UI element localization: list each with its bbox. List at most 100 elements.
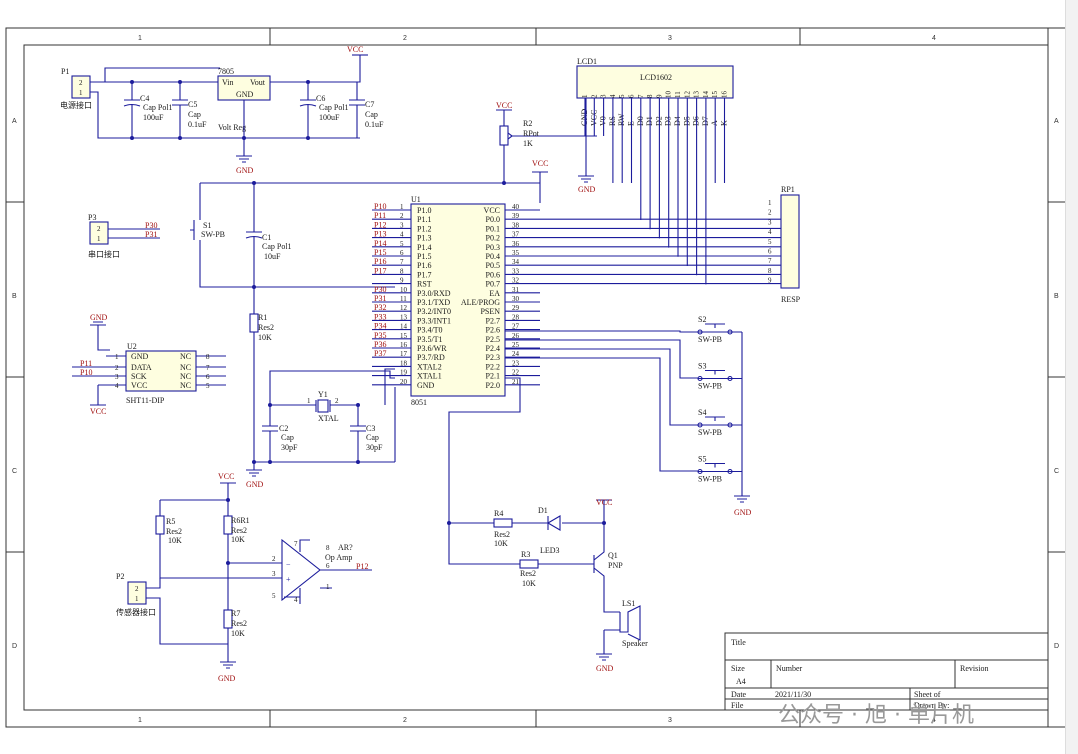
- mcu-pin-31-num: 31: [512, 286, 520, 294]
- sht11-net-sck: P10: [80, 368, 92, 377]
- mcu-pin-8-name: P1.7: [417, 270, 431, 279]
- mcu-pin-1-net: P10: [374, 202, 386, 211]
- sht11-vcc-label: VCC: [90, 407, 106, 416]
- p3-ref: P3: [88, 213, 96, 222]
- reset-section: S1 SW-PB C1 Cap Pol1 10uF R1 Res2 10K: [190, 181, 540, 462]
- c2-val: 30pF: [281, 443, 298, 452]
- mcu-pin-21-name: P2.0: [486, 381, 500, 390]
- vertical-scrollbar[interactable]: [1065, 0, 1078, 754]
- u2-pin3-name: SCK: [131, 372, 147, 381]
- mcu-pin-29-name: PSEN: [480, 307, 500, 316]
- sht11-name: SHT11-DIP: [126, 396, 165, 405]
- mcu-pin-2-num: 2: [400, 212, 404, 220]
- mcu-pin-16-num: 16: [400, 341, 408, 349]
- resp-pin-7: 7: [768, 257, 772, 265]
- rpot-section: VCC R2 RPot 1K GND VCC: [496, 98, 597, 203]
- mcu-pin-24-name: P2.3: [486, 353, 500, 362]
- mcu-pin-1-num: 1: [400, 203, 404, 211]
- mcu-pin-3-name: P1.2: [417, 224, 431, 233]
- sht11-section: GND U2 SHT11-DIP VCC P11 P10 1 2 3 4 GND…: [72, 313, 226, 416]
- mcu-pin-25-num: 25: [512, 341, 520, 349]
- lcd-section: LCD1 LCD1602 1GND2VCC3V04RS5RW6E7D08D19D…: [576, 57, 734, 285]
- d1-ref: D1: [538, 506, 548, 515]
- col-label-4: 4: [932, 35, 936, 42]
- row-label-a: A: [12, 118, 17, 125]
- mcu-pin-32-num: 32: [512, 277, 520, 285]
- vcc-label-sensor: VCC: [218, 472, 234, 481]
- switch-ref: S4: [698, 408, 706, 417]
- mcu-pin-13-net: P33: [374, 312, 386, 321]
- u2-pin6-name: NC: [180, 372, 191, 381]
- lcd-pin-1-num: 1: [581, 94, 589, 98]
- switch-ref: S3: [698, 362, 706, 371]
- title-label: Title: [731, 638, 746, 647]
- mcu-pin-27-name: P2.6: [486, 326, 500, 335]
- regulator-7805: [217, 75, 271, 101]
- ls1-ref: LS1: [622, 599, 635, 608]
- row-label-c-right: C: [1054, 468, 1059, 475]
- s1-ref: S1: [203, 221, 211, 230]
- lcd-pin-8-num: 8: [646, 94, 654, 98]
- r5-type: Res2: [166, 527, 182, 536]
- lcd-pin-9-num: 9: [655, 94, 663, 98]
- lcd-pin-13-num: 13: [693, 91, 701, 99]
- u1-ref: U1: [411, 195, 421, 204]
- mcu-pin-3-net: P12: [374, 220, 386, 229]
- mcu-pin-2-name: P1.1: [417, 215, 431, 224]
- mcu-pin-37-num: 37: [512, 231, 520, 239]
- p3-net1: P30: [145, 221, 157, 230]
- mcu-pin-11-num: 11: [400, 295, 407, 303]
- u2-pin7-name: NC: [180, 363, 191, 372]
- lcd-pin-6-num: 6: [628, 94, 636, 98]
- resp-pin-6: 6: [768, 248, 772, 256]
- u2-pin8-num: 8: [206, 353, 210, 361]
- gnd-label-power: GND: [236, 166, 254, 175]
- watermark: 公众号 · 旭 · 单片机: [778, 703, 974, 728]
- r1-val: 10K: [258, 333, 272, 342]
- mcu-pin-6-net: P15: [374, 248, 386, 257]
- mcu-pin-6-name: P1.5: [417, 252, 431, 261]
- c3-ref: C3: [366, 424, 375, 433]
- row-label-d-right: D: [1054, 643, 1059, 650]
- p2-ref: P2: [116, 572, 124, 581]
- lcd-pin-5-num: 5: [618, 94, 626, 98]
- resp-name: RESP: [781, 295, 801, 304]
- r7-ref: R7: [231, 609, 240, 618]
- gnd-label-sensor: GND: [218, 674, 236, 683]
- y1-pin2: 2: [335, 397, 339, 405]
- p3-pin2: 2: [97, 225, 101, 233]
- mcu-pin-20-name: GND: [417, 381, 435, 390]
- mcu-pin-13-name: P3.3/INT1: [417, 316, 451, 325]
- mcu-pin-38-name: P0.1: [486, 224, 500, 233]
- size-value: A4: [736, 677, 746, 686]
- mcu-right-pins: 40VCC39P0.038P0.137P0.236P0.335P0.434P0.…: [461, 203, 781, 390]
- buzzer-section: VCC R4 Res2 10K D1 LED3 R3 Res2 10K Q1 P…: [447, 377, 648, 673]
- row-label-b: B: [12, 293, 17, 300]
- mcu-8051-chip: [410, 203, 506, 397]
- r3-val: 10K: [522, 579, 536, 588]
- y1-name: XTAL: [318, 414, 339, 423]
- mcu-pin-16-net: P36: [374, 340, 386, 349]
- rp1-ref: RP1: [781, 185, 795, 194]
- lcd-pin-7-num: 7: [637, 94, 645, 98]
- vcc-label-q1: VCC: [596, 498, 612, 507]
- svg-text:+: +: [286, 575, 291, 584]
- c4-ref: C4: [140, 94, 149, 103]
- amp-pin4: 4: [294, 596, 298, 604]
- resp-pin-8: 8: [768, 267, 772, 275]
- mcu-pin-40-num: 40: [512, 203, 520, 211]
- amp-pin2: 2: [272, 555, 276, 563]
- p1-label: 电源接口: [60, 100, 92, 110]
- reg-vout: Vout: [250, 78, 266, 87]
- mcu-pin-4-name: P1.3: [417, 234, 431, 243]
- p1-pin2: 2: [79, 79, 83, 87]
- row-label-d: D: [12, 643, 17, 650]
- u2-pin4-num: 4: [115, 382, 119, 390]
- mcu-pin-18-num: 18: [400, 359, 408, 367]
- mcu-pin-4-net: P13: [374, 230, 386, 239]
- lcd-pin-14-num: 14: [702, 91, 710, 99]
